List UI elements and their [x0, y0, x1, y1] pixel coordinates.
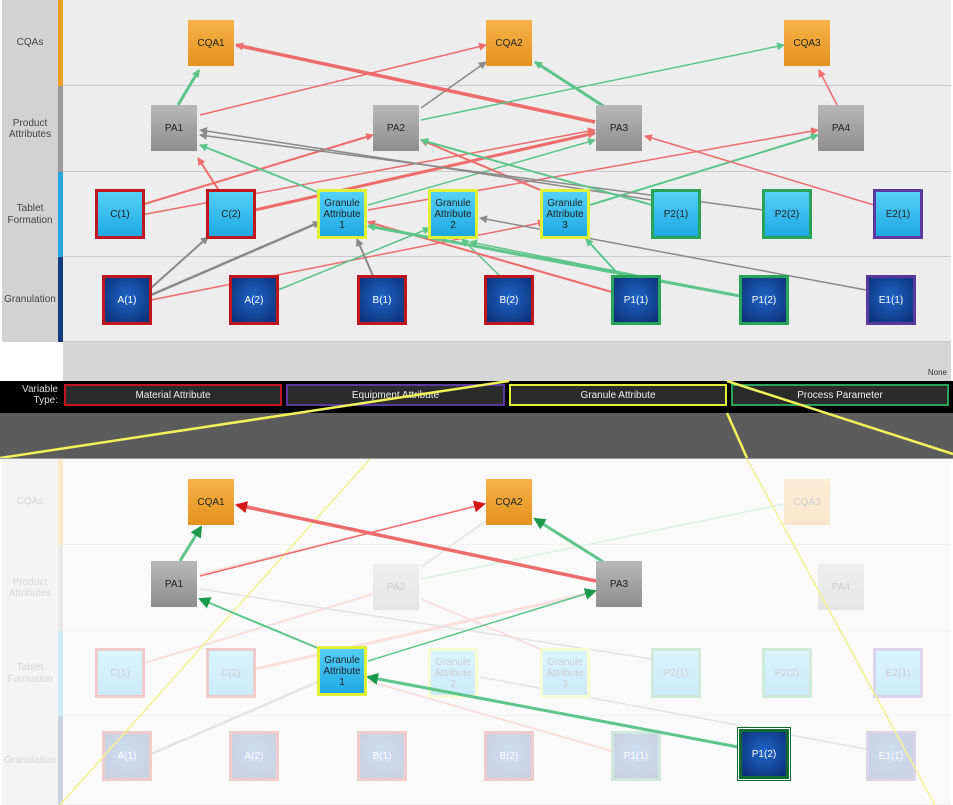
- node-pa1[interactable]: PA1: [151, 105, 197, 151]
- node-e2-1-faded: E2(1): [873, 648, 923, 698]
- node-b2[interactable]: B(2): [484, 275, 534, 325]
- legend-material-attribute[interactable]: Material Attribute: [64, 384, 282, 406]
- node-cqa3-faded: CQA3: [784, 479, 830, 525]
- node-granule-attribute-1[interactable]: Granule Attribute 1: [317, 189, 367, 239]
- edge-p21-pa2: [420, 138, 653, 206]
- detail-edge-ga1-pa1: [198, 597, 321, 650]
- detail-node-granule-attribute-1[interactable]: Granule Attribute 1: [317, 646, 367, 696]
- detail-node-cqa1[interactable]: CQA1: [188, 479, 234, 525]
- node-p2-2[interactable]: P2(2): [762, 189, 812, 239]
- legend-title: Variable Type:: [22, 384, 58, 406]
- none-label: None: [927, 368, 947, 377]
- node-cqa1[interactable]: CQA1: [188, 20, 234, 66]
- edge-c2-pa3: [254, 130, 596, 212]
- node-c1-faded: C(1): [95, 648, 145, 698]
- edge-ga3-pa4: [589, 133, 819, 206]
- node-a2[interactable]: A(2): [229, 275, 279, 325]
- lane-label-tablet-formation-faded: Tablet Formation: [2, 631, 58, 716]
- full-network-panel: CQAs Product Attributes Tablet Formation…: [0, 0, 953, 458]
- edge-c1-pa2: [140, 133, 374, 206]
- edges-top: [140, 42, 875, 301]
- node-e1-1-faded: E1(1): [866, 731, 916, 781]
- edge-e21-pa3: [644, 134, 875, 206]
- node-pa2[interactable]: PA2: [373, 105, 419, 151]
- edge-pa1-cqa2: [199, 42, 487, 116]
- node-c2[interactable]: C(2): [206, 189, 256, 239]
- edge-pa3-cqa2: [534, 60, 606, 109]
- edge-pa1-cqa1: [176, 69, 201, 106]
- edge-b1-ga1: [356, 238, 374, 277]
- node-p2-2-faded: P2(2): [762, 648, 812, 698]
- detail-edge-pa3-cqa1: [235, 501, 597, 583]
- edge-a1-c2: [150, 236, 209, 289]
- node-granule-attribute-2-faded: Granule Attribute 2: [428, 648, 478, 698]
- edges-detail: [178, 500, 739, 749]
- node-e2-1[interactable]: E2(1): [873, 189, 923, 239]
- edge-pa2-cqa3: [420, 42, 785, 121]
- edge-ga1-pa1: [199, 143, 321, 194]
- edge-a1-ga1: [150, 220, 321, 297]
- detail-edge-pa1-cqa1: [178, 525, 203, 562]
- zoom-callout-lines: [0, 379, 953, 458]
- node-c2-faded: C(2): [206, 648, 256, 698]
- node-p2-1[interactable]: P2(1): [651, 189, 701, 239]
- lane-label-cqas: CQAs: [2, 0, 58, 86]
- lane-label-product-attributes-faded: Product Attributes: [2, 545, 58, 631]
- node-cqa2[interactable]: CQA2: [486, 20, 532, 66]
- detail-edge-pa3-cqa2: [533, 517, 606, 565]
- node-b1[interactable]: B(1): [357, 275, 407, 325]
- node-granule-attribute-3-faded: Granule Attribute 3: [540, 648, 590, 698]
- edge-pa2-cqa2: [420, 61, 487, 109]
- node-p2-1-faded: P2(1): [651, 648, 701, 698]
- zoom-callout-lines-bottom: [59, 459, 936, 805]
- node-e1-1[interactable]: E1(1): [866, 275, 916, 325]
- edge-a2-ga2: [277, 226, 431, 291]
- legend-granule-attribute[interactable]: Granule Attribute: [509, 384, 727, 406]
- lane-label-product-attributes: Product Attributes: [2, 86, 58, 172]
- detail-node-p1-2[interactable]: P1(2): [738, 728, 790, 780]
- zoom-gap: [0, 413, 953, 458]
- node-granule-attribute-2[interactable]: Granule Attribute 2: [428, 189, 478, 239]
- lane-label-granulation: Granulation: [2, 257, 58, 342]
- node-b2-faded: B(2): [484, 731, 534, 781]
- edge-p12-ga2: [469, 239, 741, 297]
- variable-type-legend: Variable Type: Material Attribute Equipm…: [0, 381, 953, 413]
- detail-node-pa3[interactable]: PA3: [596, 561, 642, 607]
- node-p1-1-faded: P1(1): [611, 731, 661, 781]
- edge-c2-pa1: [197, 157, 219, 190]
- detail-edge-pa1-cqa2: [199, 500, 486, 577]
- detail-edge-p12-ga1: [366, 672, 739, 749]
- node-granule-attribute-3[interactable]: Granule Attribute 3: [540, 189, 590, 239]
- edge-ga3-pa2: [420, 139, 546, 193]
- node-pa2-faded: PA2: [373, 564, 419, 610]
- node-cqa3[interactable]: CQA3: [784, 20, 830, 66]
- lane-product-attributes: Product Attributes: [0, 86, 953, 172]
- node-pa4[interactable]: PA4: [818, 105, 864, 151]
- edge-pa4-cqa3: [818, 69, 838, 106]
- lane-label-cqas-faded: CQAs: [2, 459, 58, 545]
- detail-edge-ga1-pa3: [367, 588, 597, 662]
- lane-label-tablet-formation: Tablet Formation: [2, 172, 58, 257]
- detail-node-cqa2[interactable]: CQA2: [486, 479, 532, 525]
- lane-none: [0, 342, 953, 381]
- detail-node-pa1[interactable]: PA1: [151, 561, 197, 607]
- edge-p11-ga3: [585, 238, 621, 277]
- edge-pa3-cqa1: [235, 42, 596, 124]
- node-b1-faded: B(1): [357, 731, 407, 781]
- node-p1-1[interactable]: P1(1): [611, 275, 661, 325]
- node-p1-2[interactable]: P1(2): [739, 275, 789, 325]
- node-pa3[interactable]: PA3: [596, 105, 642, 151]
- granule-attribute-detail-panel: CQAs Product Attributes Tablet Formation…: [0, 458, 953, 805]
- node-a1[interactable]: A(1): [102, 275, 152, 325]
- node-c1[interactable]: C(1): [95, 189, 145, 239]
- node-a2-faded: A(2): [229, 731, 279, 781]
- lane-label-granulation-faded: Granulation: [2, 716, 58, 805]
